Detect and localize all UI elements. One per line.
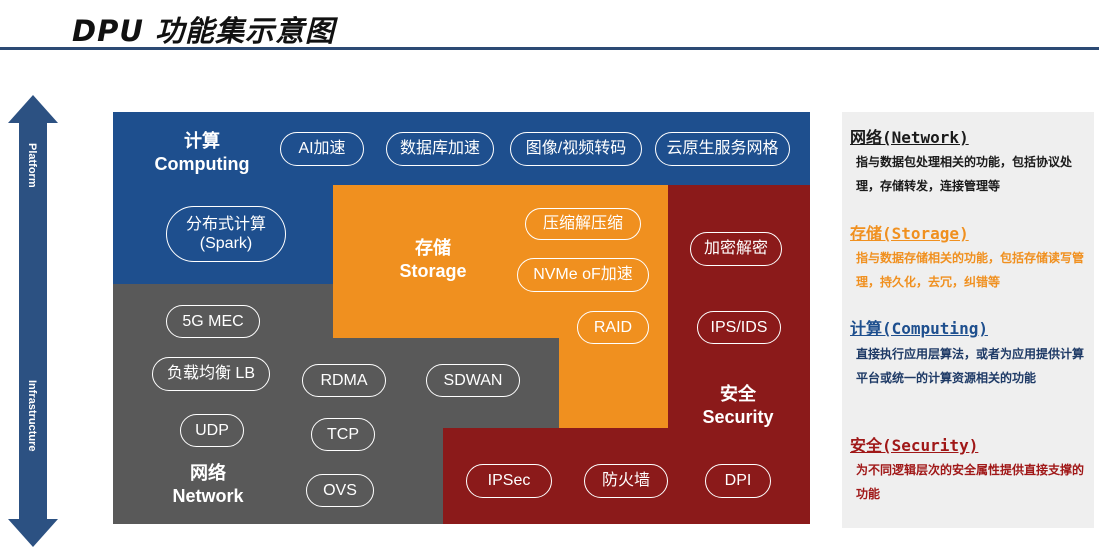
platform-infrastructure-axis: Platform Infrastructure <box>0 95 66 547</box>
legend-computing-heading: 计算(Computing) <box>850 319 988 338</box>
legend-storage-desc: 指与数据存储相关的功能，包括存储读写管理，持久化，去冗，纠错等 <box>856 251 1085 289</box>
computing-label: 计算 Computing <box>154 131 250 175</box>
pill-nvmeof-acceleration: NVMe oF加速 <box>517 258 649 292</box>
network-region-left <box>113 284 333 524</box>
legend-network-desc: 指与数据包处理相关的功能，包括协议处理，存储转发，连接管理等 <box>856 155 1073 193</box>
pill-cloud-native-service-mesh: 云原生服务网格 <box>655 132 790 166</box>
pill-tcp: TCP <box>311 418 375 451</box>
pill-5g-mec: 5G MEC <box>166 305 260 338</box>
pill-distributed-computing: 分布式计算 (Spark) <box>166 206 286 262</box>
pill-image-video-transcode: 图像/视频转码 <box>510 132 642 166</box>
double-arrow-icon <box>8 95 58 547</box>
storage-region-top <box>333 185 668 338</box>
title-divider <box>0 47 1099 50</box>
legend-security-desc: 为不同逻辑层次的安全属性提供直接支撑的功能 <box>856 463 1085 501</box>
pill-ipsec: IPSec <box>466 464 552 498</box>
pill-compression: 压缩解压缩 <box>525 208 641 240</box>
pill-ips-ids: IPS/IDS <box>697 311 781 344</box>
computing-region-left <box>113 185 333 284</box>
axis-bottom-label: Infrastructure <box>26 380 38 452</box>
pill-rdma: RDMA <box>302 364 386 397</box>
pill-ai-acceleration: AI加速 <box>280 132 364 166</box>
pill-ovs: OVS <box>306 474 374 507</box>
legend-network-heading: 网络(Network) <box>850 128 969 147</box>
pill-dpi: DPI <box>705 464 771 498</box>
legend-storage-heading: 存储(Storage) <box>850 224 969 243</box>
pill-firewall: 防火墙 <box>584 464 668 498</box>
storage-region-lower <box>559 338 668 428</box>
pill-sdwan: SDWAN <box>426 364 520 397</box>
pill-udp: UDP <box>180 414 244 447</box>
pill-database-acceleration: 数据库加速 <box>386 132 494 166</box>
pill-load-balancing: 负载均衡 LB <box>152 357 270 391</box>
legend-computing-desc: 直接执行应用层算法，或者为应用提供计算平台或统一的计算资源相关的功能 <box>856 347 1085 385</box>
security-label: 安全 Security <box>702 384 774 428</box>
pill-encryption-decryption: 加密解密 <box>690 232 782 266</box>
page-title: DPU 功能集示意图 <box>72 14 335 48</box>
axis-top-label: Platform <box>26 143 38 188</box>
computing-region-top <box>113 112 810 185</box>
legend-panel: 网络(Network) 指与数据包处理相关的功能，包括协议处理，存储转发，连接管… <box>842 112 1094 528</box>
legend-security-heading: 安全(Security) <box>850 436 979 455</box>
pill-raid: RAID <box>577 311 649 344</box>
storage-label: 存储 Storage <box>399 238 467 282</box>
network-label: 网络 Network <box>172 463 244 507</box>
